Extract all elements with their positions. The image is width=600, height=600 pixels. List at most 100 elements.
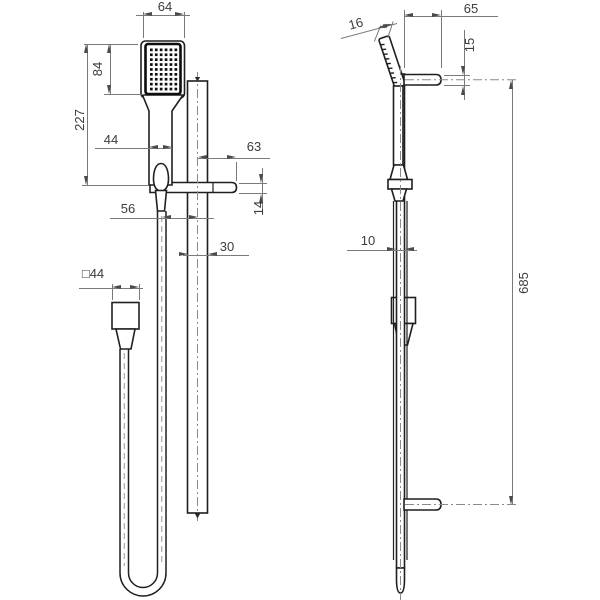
dim-84-line xyxy=(109,44,111,94)
nozzle-dot xyxy=(154,63,158,66)
dim-64-ext-left xyxy=(143,12,144,38)
nozzle-dot xyxy=(150,68,153,71)
nozzle-dot xyxy=(159,58,163,61)
nozzle-dot xyxy=(159,53,163,57)
nozzle-dot xyxy=(169,68,173,71)
dim-10-line xyxy=(347,250,417,251)
nozzle-dot xyxy=(150,53,153,57)
dim-15-ext-bottom xyxy=(444,85,470,86)
nozzle-dot xyxy=(159,63,163,66)
dim-227-arrow-top xyxy=(84,44,89,53)
dim-10-arrow-right xyxy=(405,247,414,252)
dim-15-label: 15 xyxy=(461,37,477,53)
nozzle-dot xyxy=(150,58,153,61)
nozzle-dot xyxy=(174,82,178,86)
dim-64-line xyxy=(136,14,190,16)
hatch-tick xyxy=(389,72,395,74)
dim-64-arrow-left xyxy=(143,12,152,17)
nozzle-dot xyxy=(164,82,168,86)
dim-227-line xyxy=(87,44,88,185)
dim-sq44-arrow-right xyxy=(130,285,139,290)
nozzle-dot xyxy=(164,63,168,66)
rail-bottom-tick xyxy=(194,513,201,519)
nozzle-dot xyxy=(164,73,168,76)
wall-elbow-front xyxy=(111,301,140,330)
nozzle-dot xyxy=(150,63,153,66)
nozzle-dot xyxy=(164,87,168,91)
nozzle-dot xyxy=(159,87,163,91)
spray-face-hatch xyxy=(380,43,398,84)
dim-14-arrow-bottom xyxy=(258,193,263,203)
nozzle-dot xyxy=(159,68,163,71)
nozzle-dot xyxy=(174,77,178,81)
dim-64-arrow-right xyxy=(174,12,184,17)
handle-flare-side xyxy=(388,164,409,181)
nozzle-dot xyxy=(150,48,153,52)
nozzle-dot xyxy=(174,53,178,57)
dim-10-arrow-left xyxy=(387,247,396,252)
nozzle-dot xyxy=(164,58,168,61)
dim-sq44-line xyxy=(79,288,143,289)
dim-56-arrow-right xyxy=(188,215,198,220)
dim-14-ext-top xyxy=(239,183,267,184)
hose-ball-joint xyxy=(152,162,170,192)
hatch-tick xyxy=(388,67,393,70)
hose-connector-front xyxy=(154,189,168,212)
hose-u-bend-inner xyxy=(127,572,159,589)
hatch-tick xyxy=(380,43,385,46)
dim-30-arrow-left xyxy=(178,252,188,257)
nozzle-dot xyxy=(174,58,178,61)
dim-685-arrow-bottom xyxy=(509,495,514,505)
dim-65-label: 65 xyxy=(463,1,479,16)
nozzle-dot xyxy=(174,48,178,52)
dim-63-label: 63 xyxy=(246,139,262,154)
nozzle-dot xyxy=(169,53,173,57)
dim-64-ext-right xyxy=(183,12,185,38)
dim-63-arrow-right xyxy=(227,155,236,160)
hatch-tick xyxy=(386,62,391,65)
nozzle-dot xyxy=(169,58,173,61)
dim-15-arrow-top xyxy=(460,65,465,75)
nozzle-dot xyxy=(150,82,153,86)
dim-65-ext-left xyxy=(403,10,405,68)
dim-84-ext-bottom xyxy=(104,94,144,95)
dim-685-label: 685 xyxy=(516,272,531,294)
rail-top-tick xyxy=(194,77,201,82)
nozzle-dot xyxy=(154,73,158,76)
dim-227-label: 227 xyxy=(72,109,87,131)
dim-64-label: 64 xyxy=(157,0,173,14)
handshower-head-side xyxy=(378,35,406,89)
nozzle-dot xyxy=(169,48,173,52)
dim-30-arrow-right xyxy=(207,252,217,257)
nozzle-dot xyxy=(150,77,153,81)
nozzle-dot xyxy=(164,53,168,57)
head-side-outline xyxy=(378,35,406,89)
nozzle-dot xyxy=(174,63,178,66)
nozzle-dot xyxy=(164,77,168,81)
hose-u-bend-outer xyxy=(119,572,167,597)
hose-right-strand xyxy=(156,211,167,573)
dim-15-ext-top xyxy=(444,74,470,76)
dim-56-arrow-left xyxy=(161,215,171,220)
nozzle-dot xyxy=(159,77,163,81)
nozzle-dot xyxy=(154,68,158,71)
dim-84-arrow-top xyxy=(107,44,112,53)
hatch-tick xyxy=(393,81,398,84)
hatch-tick xyxy=(391,76,396,79)
nozzle-dot xyxy=(169,77,173,81)
dim-685-arrow-top xyxy=(509,80,514,89)
dim-65-arrow-right xyxy=(432,13,441,18)
dim-84-label: 84 xyxy=(89,61,105,77)
wall-elbow-neck-front xyxy=(115,328,136,350)
dim-63-ext xyxy=(236,162,237,181)
nozzle-dot xyxy=(169,73,173,76)
nozzle-dot xyxy=(169,87,173,91)
dim-sq44-label: □44 xyxy=(81,266,105,281)
dim-30-label: 30 xyxy=(219,239,235,254)
dim-44-label: 44 xyxy=(103,132,119,147)
dim-14-ext-bottom xyxy=(239,192,267,194)
hatch-tick xyxy=(381,48,387,51)
nozzle-dot xyxy=(159,82,163,86)
connector-side xyxy=(390,188,408,202)
